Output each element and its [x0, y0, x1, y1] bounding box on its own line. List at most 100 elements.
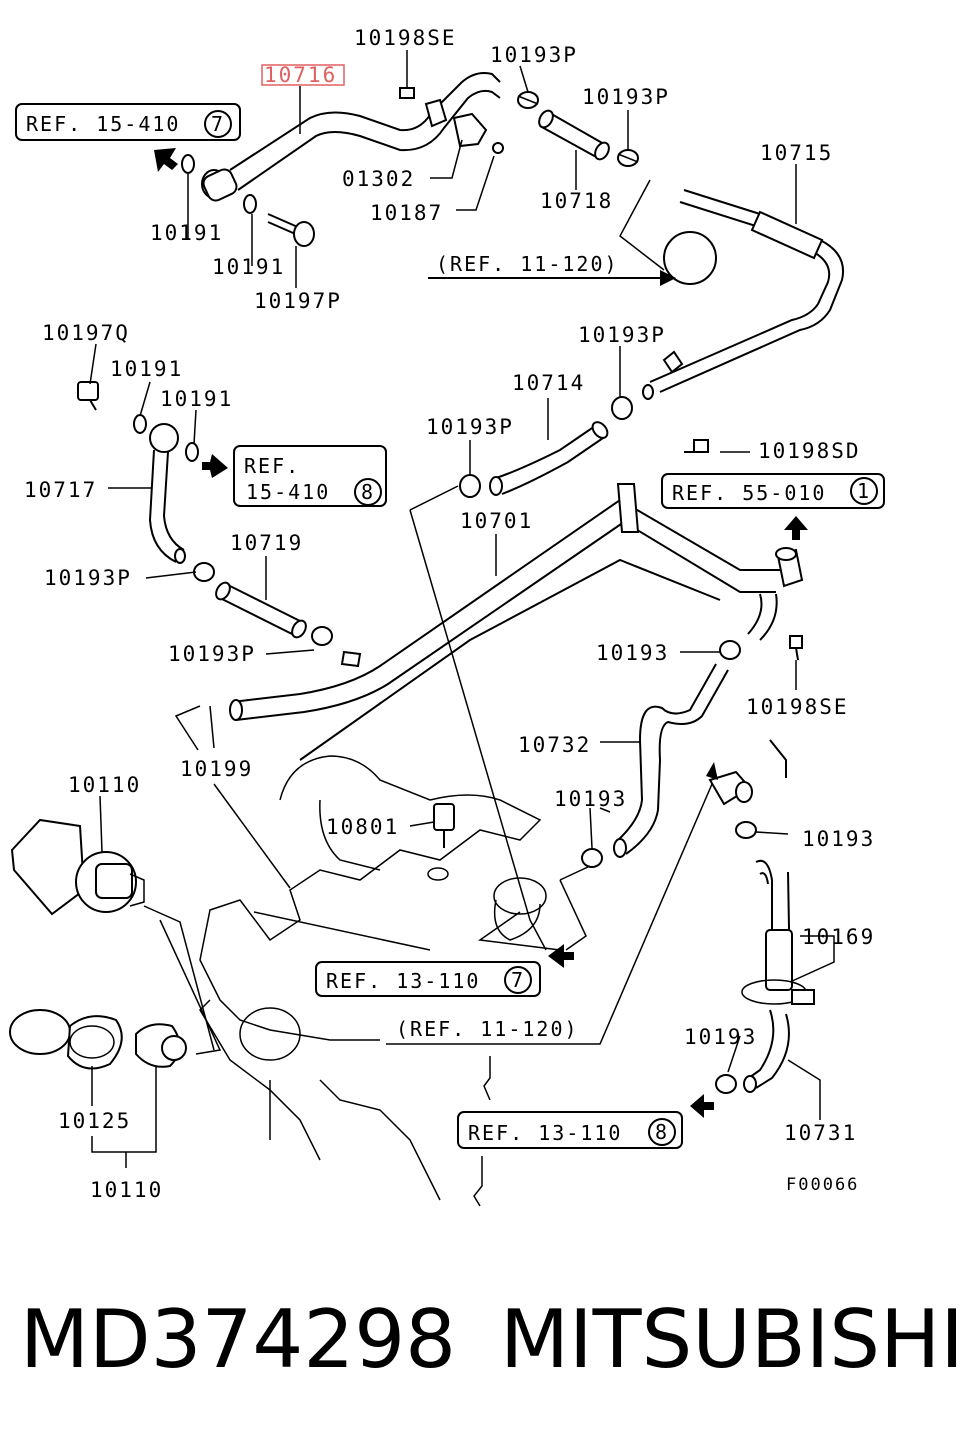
label-10187: 10187 — [370, 201, 443, 225]
label-10193-c: 10193 — [802, 827, 875, 851]
clamp-10193-c — [735, 821, 757, 839]
washer-10191-d — [185, 442, 199, 462]
ref-13-110-8-circle: 8 — [655, 1120, 669, 1144]
ref-15-410-7-circle: 7 — [211, 112, 225, 136]
arrow-ref-15-410-7 — [154, 148, 178, 172]
label-01302: 01302 — [342, 167, 415, 191]
arrow-ref-15-410-8 — [202, 454, 228, 478]
clamp-10193-a — [719, 640, 741, 660]
label-10125: 10125 — [58, 1109, 131, 1133]
label-10110-bottom: 10110 — [90, 1178, 163, 1202]
label-10193-d: 10193 — [684, 1025, 757, 1049]
leader-lines — [89, 50, 835, 1207]
clamp-10193P-b — [617, 149, 639, 167]
washer-10191-a — [181, 154, 195, 174]
label-10198SD: 10198SD — [758, 439, 861, 463]
part-number: MD374298 — [20, 1293, 457, 1386]
ref-15-410-8-circle: 8 — [361, 480, 375, 504]
brand-name: MITSUBISHI — [500, 1293, 960, 1386]
bolt-10197Q — [77, 381, 99, 411]
label-10193P-b: 10193P — [582, 85, 670, 109]
label-10197P: 10197P — [254, 289, 342, 313]
washer-10191-c — [133, 414, 147, 434]
hose-10731 — [743, 1009, 790, 1093]
ref-13-110-7-text: REF. 13-110 — [326, 969, 480, 993]
bolt-10197P — [267, 213, 315, 247]
thermostat-housing-10110 — [10, 818, 145, 916]
clamp-10193P-c — [459, 474, 481, 498]
pipe-10715 — [642, 189, 844, 400]
clamp-10193-b — [581, 848, 603, 868]
parts-diagram: 10198SE 10716 10193P 10193P 10715 01302 … — [9, 26, 885, 1207]
label-10191-a: 10191 — [150, 221, 223, 245]
label-10169: 10169 — [802, 925, 875, 949]
thermostat-case-10125 — [9, 1009, 187, 1070]
arrow-ref-13-110-8 — [690, 1094, 714, 1118]
part-labels: 10198SE 10716 10193P 10193P 10715 01302 … — [24, 26, 875, 1202]
hose-10169 — [741, 859, 815, 1005]
ref-55-010-1-text: REF. 55-010 — [672, 481, 826, 505]
label-10193P-f: 10193P — [168, 642, 256, 666]
label-10197Q: 10197Q — [42, 321, 130, 345]
bolt-10198SD — [684, 439, 709, 453]
ref-15-410-7-text: REF. 15-410 — [26, 112, 180, 136]
bracket-a — [424, 98, 448, 128]
label-10191-d: 10191 — [160, 387, 233, 411]
sensor-10801 — [427, 803, 455, 881]
intake-port — [493, 877, 547, 915]
ref-box-15-410-8: REF. 15-410 8 — [233, 445, 387, 507]
water-outlet — [708, 739, 787, 806]
arrow-ref-55-010-1 — [784, 516, 808, 540]
label-10732: 10732 — [518, 733, 591, 757]
ref-15-410-8-line2: 15-410 — [246, 480, 330, 504]
label-10193-b: 10193 — [554, 787, 627, 811]
ref-box-13-110-8: REF. 13-110 8 — [457, 1111, 683, 1149]
product-caption: MD374298 MITSUBISHI — [0, 1280, 960, 1410]
clamp-10193-d — [715, 1074, 737, 1094]
bracket-b — [616, 483, 640, 533]
ref-11-120-top: (REF. 11-120) — [436, 252, 619, 276]
pipe-10716 — [201, 72, 501, 202]
label-10718: 10718 — [540, 189, 613, 213]
pipe-10701 — [229, 483, 804, 761]
clamp-10193P-a — [517, 91, 539, 109]
label-10193-a: 10193 — [596, 641, 669, 665]
arrows — [154, 148, 808, 1118]
hose-10718 — [538, 109, 610, 161]
label-10719: 10719 — [230, 531, 303, 555]
hose-10714 — [489, 421, 609, 496]
pipe-10717 — [148, 423, 186, 564]
ref-15-410-8-line1: REF. — [244, 454, 300, 478]
clamp-10193P-e — [193, 562, 215, 582]
clamp-10193P-d — [611, 396, 633, 420]
thermo-switch — [663, 231, 717, 285]
ref-box-13-110-7: REF. 13-110 7 — [315, 961, 541, 997]
bracket-01302 — [452, 112, 488, 148]
label-10191-c: 10191 — [110, 357, 183, 381]
ref-13-110-8-text: REF. 13-110 — [468, 1121, 622, 1145]
engine-block — [199, 755, 547, 1201]
bolt-10198SE-b — [789, 635, 803, 661]
clamp-10193P-f — [311, 626, 333, 646]
pipe-end — [229, 699, 243, 721]
label-10193P-d: 10193P — [426, 415, 514, 439]
label-10731: 10731 — [784, 1121, 857, 1145]
ref-55-010-1-circle: 1 — [857, 479, 871, 503]
hose-10719 — [215, 581, 307, 639]
ref-13-110-7-circle: 7 — [511, 968, 525, 992]
label-10193P-e: 10193P — [44, 566, 132, 590]
highlight-box-10716 — [261, 64, 345, 86]
label-10110-top: 10110 — [68, 773, 141, 797]
label-10191-b: 10191 — [212, 255, 285, 279]
label-10801: 10801 — [326, 815, 399, 839]
label-10198SE-top: 10198SE — [354, 26, 457, 50]
ref-11-120-bottom: (REF. 11-120) — [396, 1017, 579, 1041]
label-10701: 10701 — [460, 509, 533, 533]
diagram-code: F00066 — [786, 1175, 859, 1195]
label-10716: 10716 — [264, 63, 337, 87]
washer-10191-b — [243, 194, 257, 214]
label-10715: 10715 — [760, 141, 833, 165]
ref-box-55-010-1: REF. 55-010 1 — [661, 473, 885, 509]
arrow-ref-13-110-7 — [548, 944, 574, 968]
